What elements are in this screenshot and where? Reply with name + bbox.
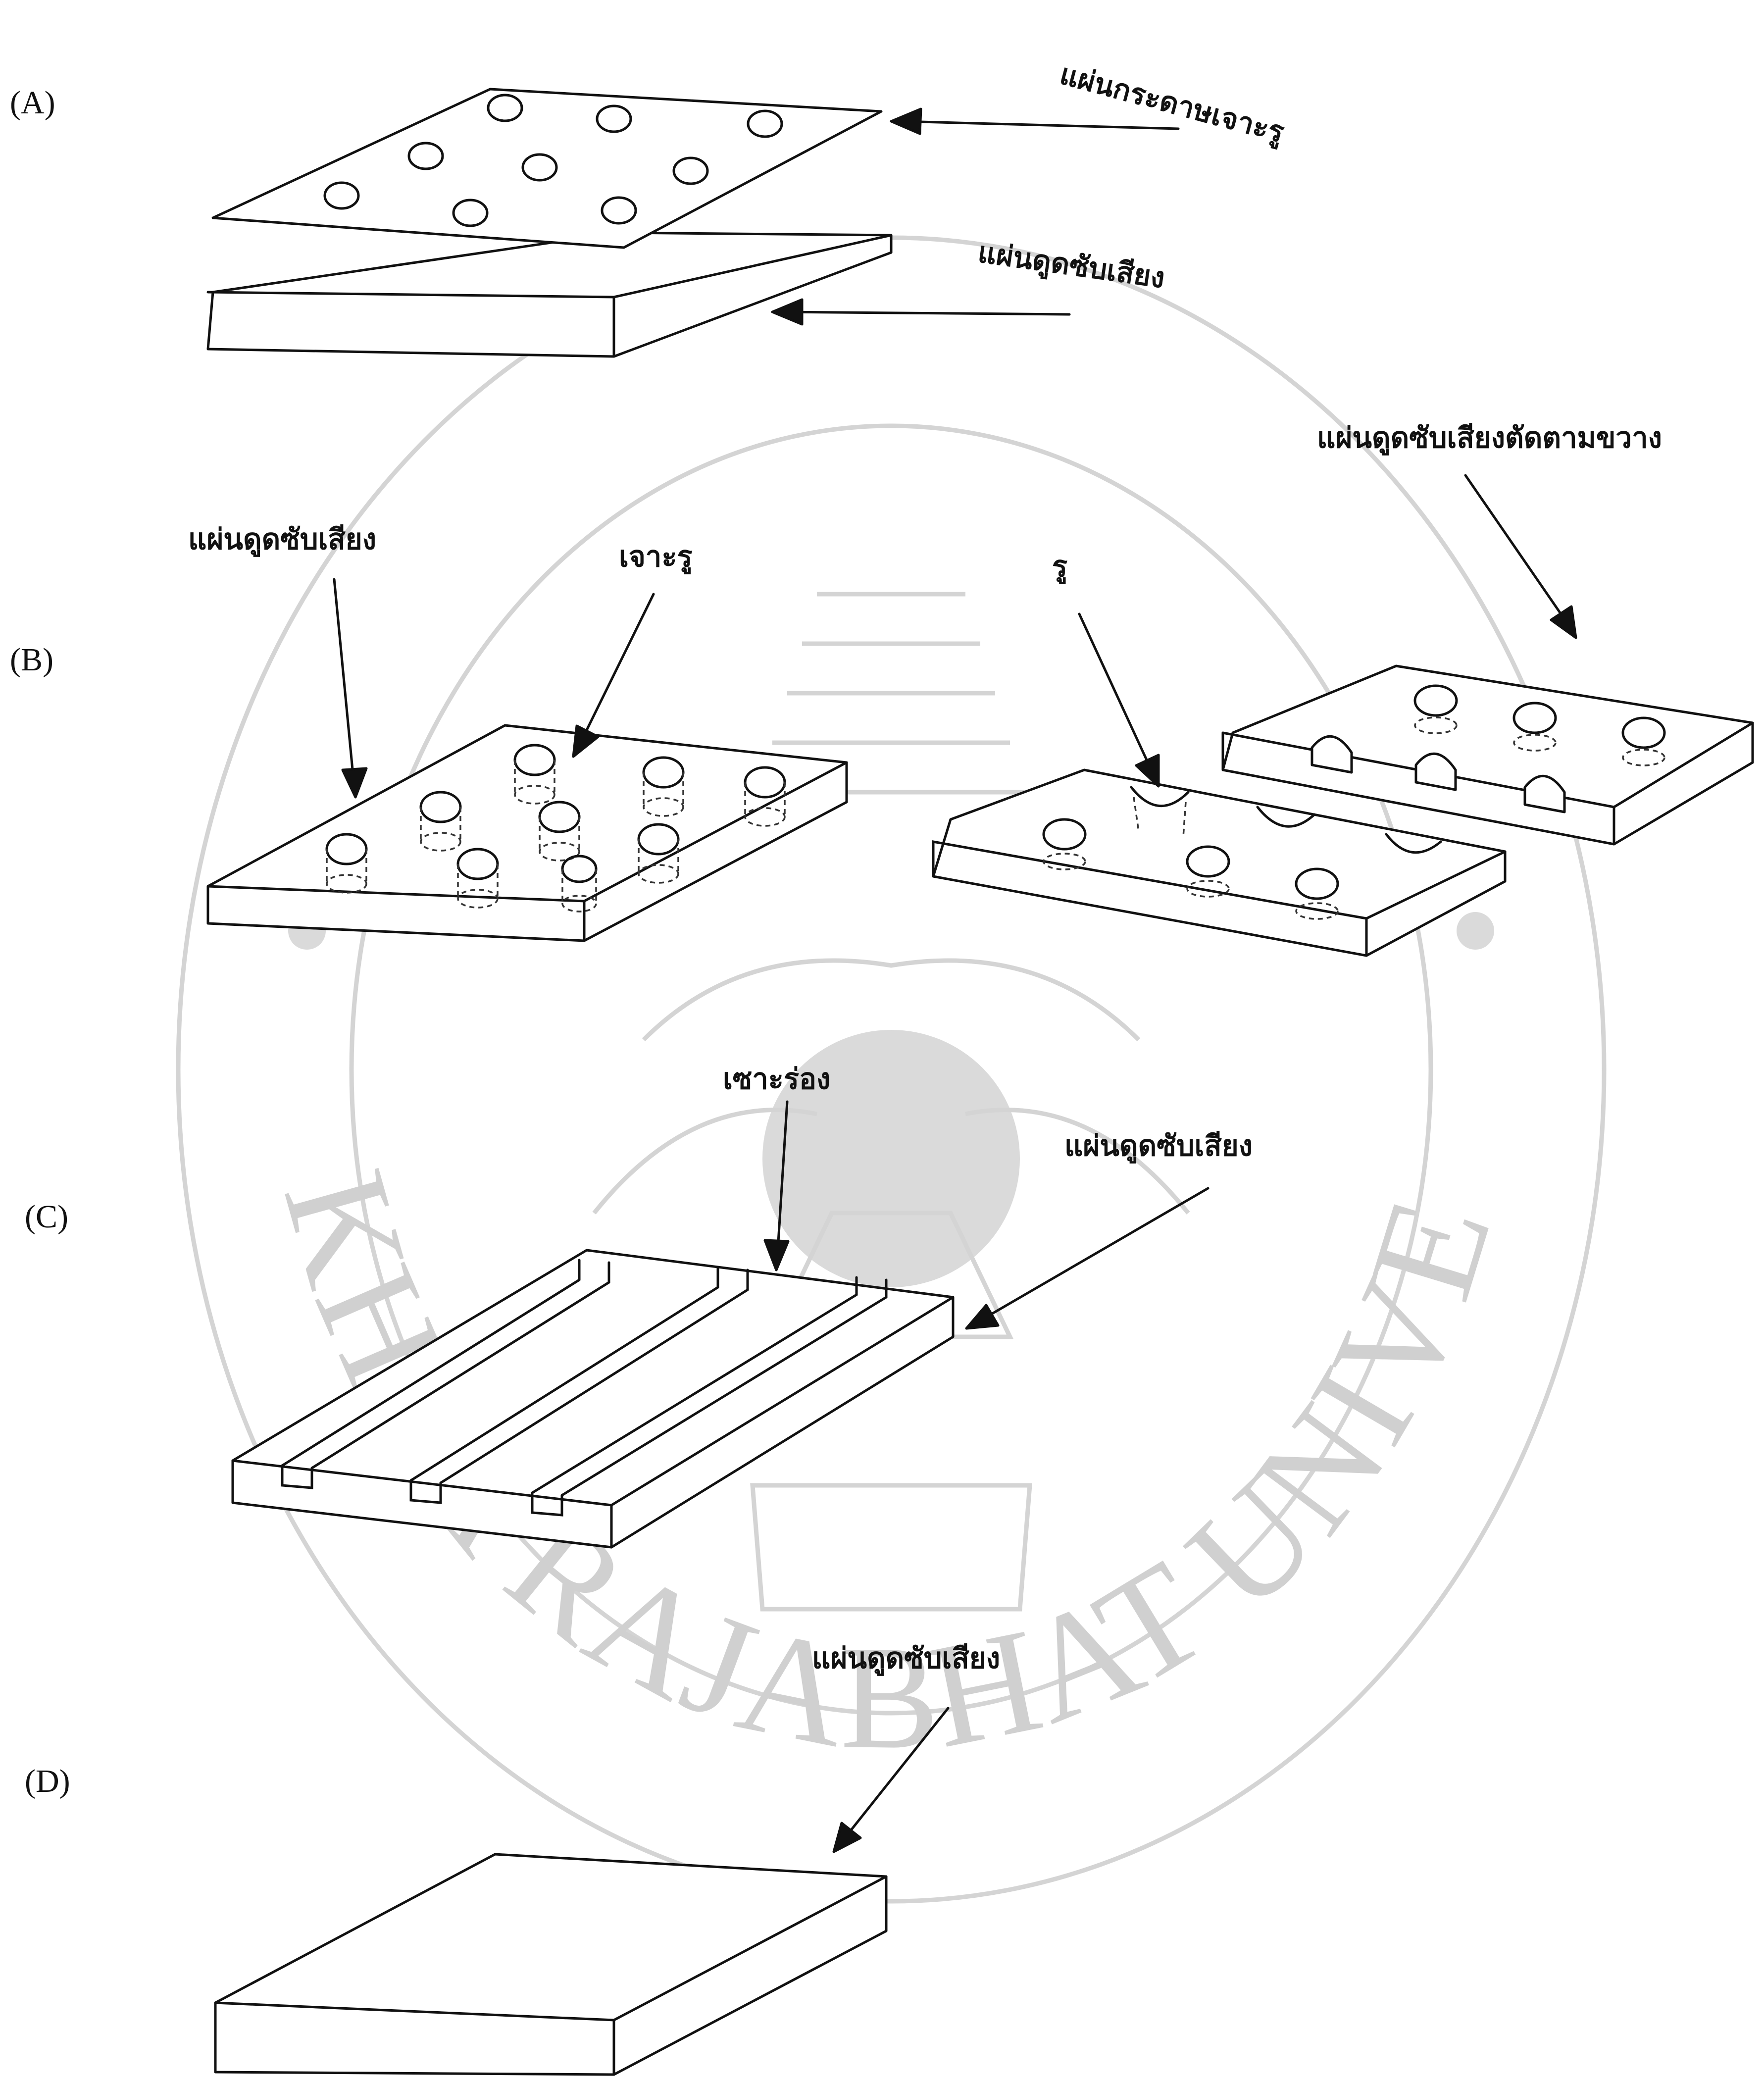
- panel-b-hole-arrow: [1079, 614, 1159, 786]
- panel-d-label: (D): [25, 1765, 70, 1798]
- panel-b-label: (B): [10, 644, 53, 676]
- annotation-c-groove: เซาะร่อง: [723, 1065, 830, 1093]
- annotation-d-absorber: แผ่นดูดซับเสียง: [812, 1644, 1000, 1673]
- panel-b-absorber-arrow: [334, 579, 366, 797]
- panel-a-perforated-paper: [213, 89, 881, 248]
- annotation-b-cross-section: แผ่นดูดซับเสียงตัดตามขวาง: [1317, 423, 1662, 452]
- panel-b-holes-arrow: [573, 594, 654, 757]
- panel-b-cut-pieces: [933, 475, 1753, 956]
- panel-d-plain-absorber: [215, 1708, 948, 2075]
- annotation-b-drilled-holes: เจาะรู: [619, 542, 693, 571]
- annotation-c-absorber: แผ่นดูดซับเสียง: [1064, 1131, 1253, 1160]
- panel-a-paper-arrow: [891, 109, 1178, 134]
- panel-a-figure: [208, 89, 1178, 356]
- panel-c-label: (C): [25, 1201, 68, 1233]
- panel-b-cross-section-arrow: [1465, 475, 1576, 638]
- panel-b-drilled-absorber: [208, 579, 847, 941]
- annotation-b-absorber: แผ่นดูดซับเสียง: [188, 525, 376, 554]
- panel-a-label: (A): [10, 87, 55, 119]
- annotation-b-hole: รู: [1052, 552, 1067, 581]
- panel-a-absorber-arrow: [772, 300, 1069, 324]
- panel-a-absorber-slab: [208, 233, 891, 356]
